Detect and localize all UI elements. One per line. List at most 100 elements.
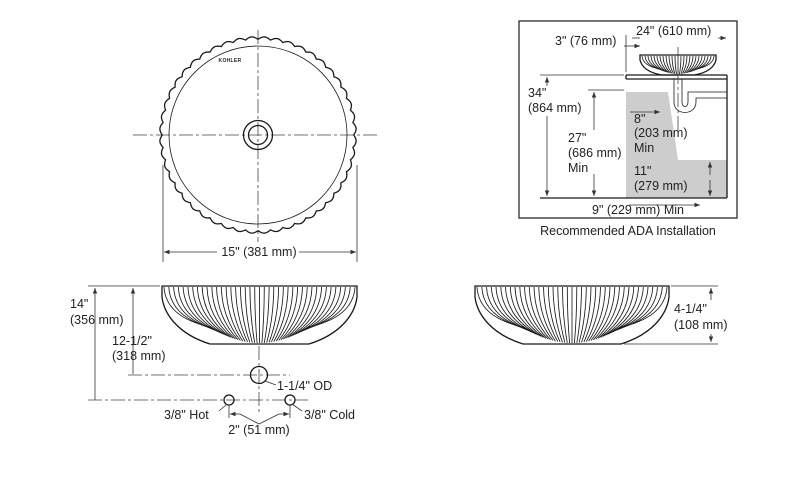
flute-rib — [519, 286, 547, 339]
flute-rib — [583, 286, 597, 343]
flute-rib — [588, 286, 606, 342]
knee-taper-zone — [660, 92, 678, 160]
supply-spacing-label: 2" (51 mm) — [228, 423, 289, 437]
flute-rib — [505, 286, 540, 336]
ada-knee-height-label-line3: Min — [568, 161, 588, 175]
top-width-label: 15" (381 mm) — [221, 245, 296, 259]
flute-rib — [597, 286, 625, 339]
ada-knee-height-label-line1: 27" — [568, 131, 586, 145]
flute-rib — [653, 55, 667, 73]
flute-rib — [593, 286, 616, 341]
drain-outlet-circle — [249, 365, 269, 385]
flute-rib — [280, 286, 303, 341]
flute-rib — [268, 286, 280, 343]
flute-rib — [682, 55, 688, 74]
flute-rib — [602, 286, 635, 337]
flute-rib — [595, 286, 620, 340]
front-view: 14" (356 mm) 12-1/2" (318 mm) 1-1/4" OD … — [70, 285, 358, 437]
ada-knee-depth-label-line1: 8" — [634, 112, 645, 126]
flute-rib — [263, 286, 270, 343]
flute-rib — [538, 286, 556, 342]
flute-rib — [543, 286, 559, 342]
flute-rib — [275, 286, 294, 342]
ada-toe-height-label-line1: 11" — [634, 164, 651, 178]
flute-rib — [581, 286, 592, 343]
flute-rib — [619, 286, 668, 328]
flute-rib — [249, 286, 256, 343]
flute-rib — [524, 286, 549, 340]
side-label-backing — [672, 300, 734, 334]
side-bowl-ribs — [476, 286, 668, 344]
flute-rib — [278, 286, 299, 341]
flute-rib — [562, 286, 568, 343]
flute-rib — [662, 55, 671, 74]
flute-rib — [307, 286, 356, 328]
flute-rib — [187, 286, 224, 335]
flute-rib — [686, 55, 697, 74]
flute-rib — [668, 55, 674, 74]
scalloped-rim-outline — [159, 36, 357, 234]
flute-rib — [514, 286, 544, 338]
flute-rib — [495, 286, 535, 334]
flute-rib — [206, 286, 234, 339]
side-bowl-outline — [474, 285, 670, 345]
flute-rib — [216, 286, 239, 341]
height-total-label-line1: 14" — [70, 297, 88, 311]
flute-rib — [287, 286, 318, 338]
flute-rib — [500, 286, 537, 335]
flute-rib — [674, 55, 677, 75]
flute-rib — [528, 286, 551, 341]
flute-rib — [273, 286, 289, 342]
flute-rib — [201, 286, 232, 338]
kohler-logo: KOHLER — [219, 58, 242, 64]
flute-rib — [211, 286, 236, 340]
side-view: 4-1/4" (108 mm) — [474, 285, 734, 345]
flute-rib — [650, 55, 665, 72]
flute-rib — [285, 286, 313, 339]
flute-rib — [192, 286, 227, 336]
flute-rib — [235, 286, 248, 343]
flute-rib — [616, 286, 663, 330]
flute-rib — [685, 55, 694, 74]
flute-rib — [533, 286, 554, 341]
flute-rib — [244, 286, 253, 343]
flute-rib — [254, 286, 258, 344]
supply-spacing-leader-b — [258, 413, 280, 425]
ada-counter-width-label: 24" (610 mm) — [636, 24, 711, 38]
flute-rib — [671, 55, 676, 75]
flute-rib — [182, 286, 222, 334]
flute-rib — [196, 286, 229, 337]
cold-supply-label: 3/8" Cold — [304, 408, 355, 422]
knee-clearance-zone — [626, 92, 668, 160]
height-total-label-line2: (356 mm) — [70, 313, 123, 327]
flute-rib — [679, 55, 682, 75]
front-bowl-ribs — [163, 286, 356, 344]
ada-toe-depth-label: 9" (229 mm) Min — [592, 203, 684, 217]
flute-rib — [266, 286, 275, 343]
flute-rib — [283, 286, 308, 340]
ada-knee-depth-label-line2: (203 mm) — [634, 126, 687, 140]
toe-clearance-zone — [626, 160, 727, 198]
flute-rib — [509, 286, 542, 337]
cold-leader — [291, 403, 303, 412]
drain-inner-ring — [247, 124, 269, 146]
ada-vessel-outline — [639, 54, 717, 76]
kohler-logo-plate — [218, 56, 242, 63]
drain-od-label: 1-1/4" OD — [277, 379, 332, 393]
flute-rib — [271, 286, 284, 343]
ada-caption: Recommended ADA Installation — [540, 224, 716, 238]
ada-toe-height-label-line2: (279 mm) — [634, 179, 687, 193]
ada-knee-depth-label-line3: Min — [634, 141, 654, 155]
flute-rib — [292, 286, 327, 336]
ada-knee-height-label-line2: (686 mm) — [568, 146, 621, 160]
flute-rib — [688, 55, 700, 73]
flute-rib — [239, 286, 251, 343]
flute-rib — [566, 286, 571, 344]
flute-rib — [163, 286, 212, 328]
flute-rib — [656, 55, 668, 73]
side-height-label-line1: 4-1/4" — [674, 302, 707, 316]
flute-rib — [261, 286, 265, 344]
flute-rib — [659, 55, 670, 74]
flute-rib — [573, 286, 578, 344]
flute-rib — [552, 286, 563, 343]
